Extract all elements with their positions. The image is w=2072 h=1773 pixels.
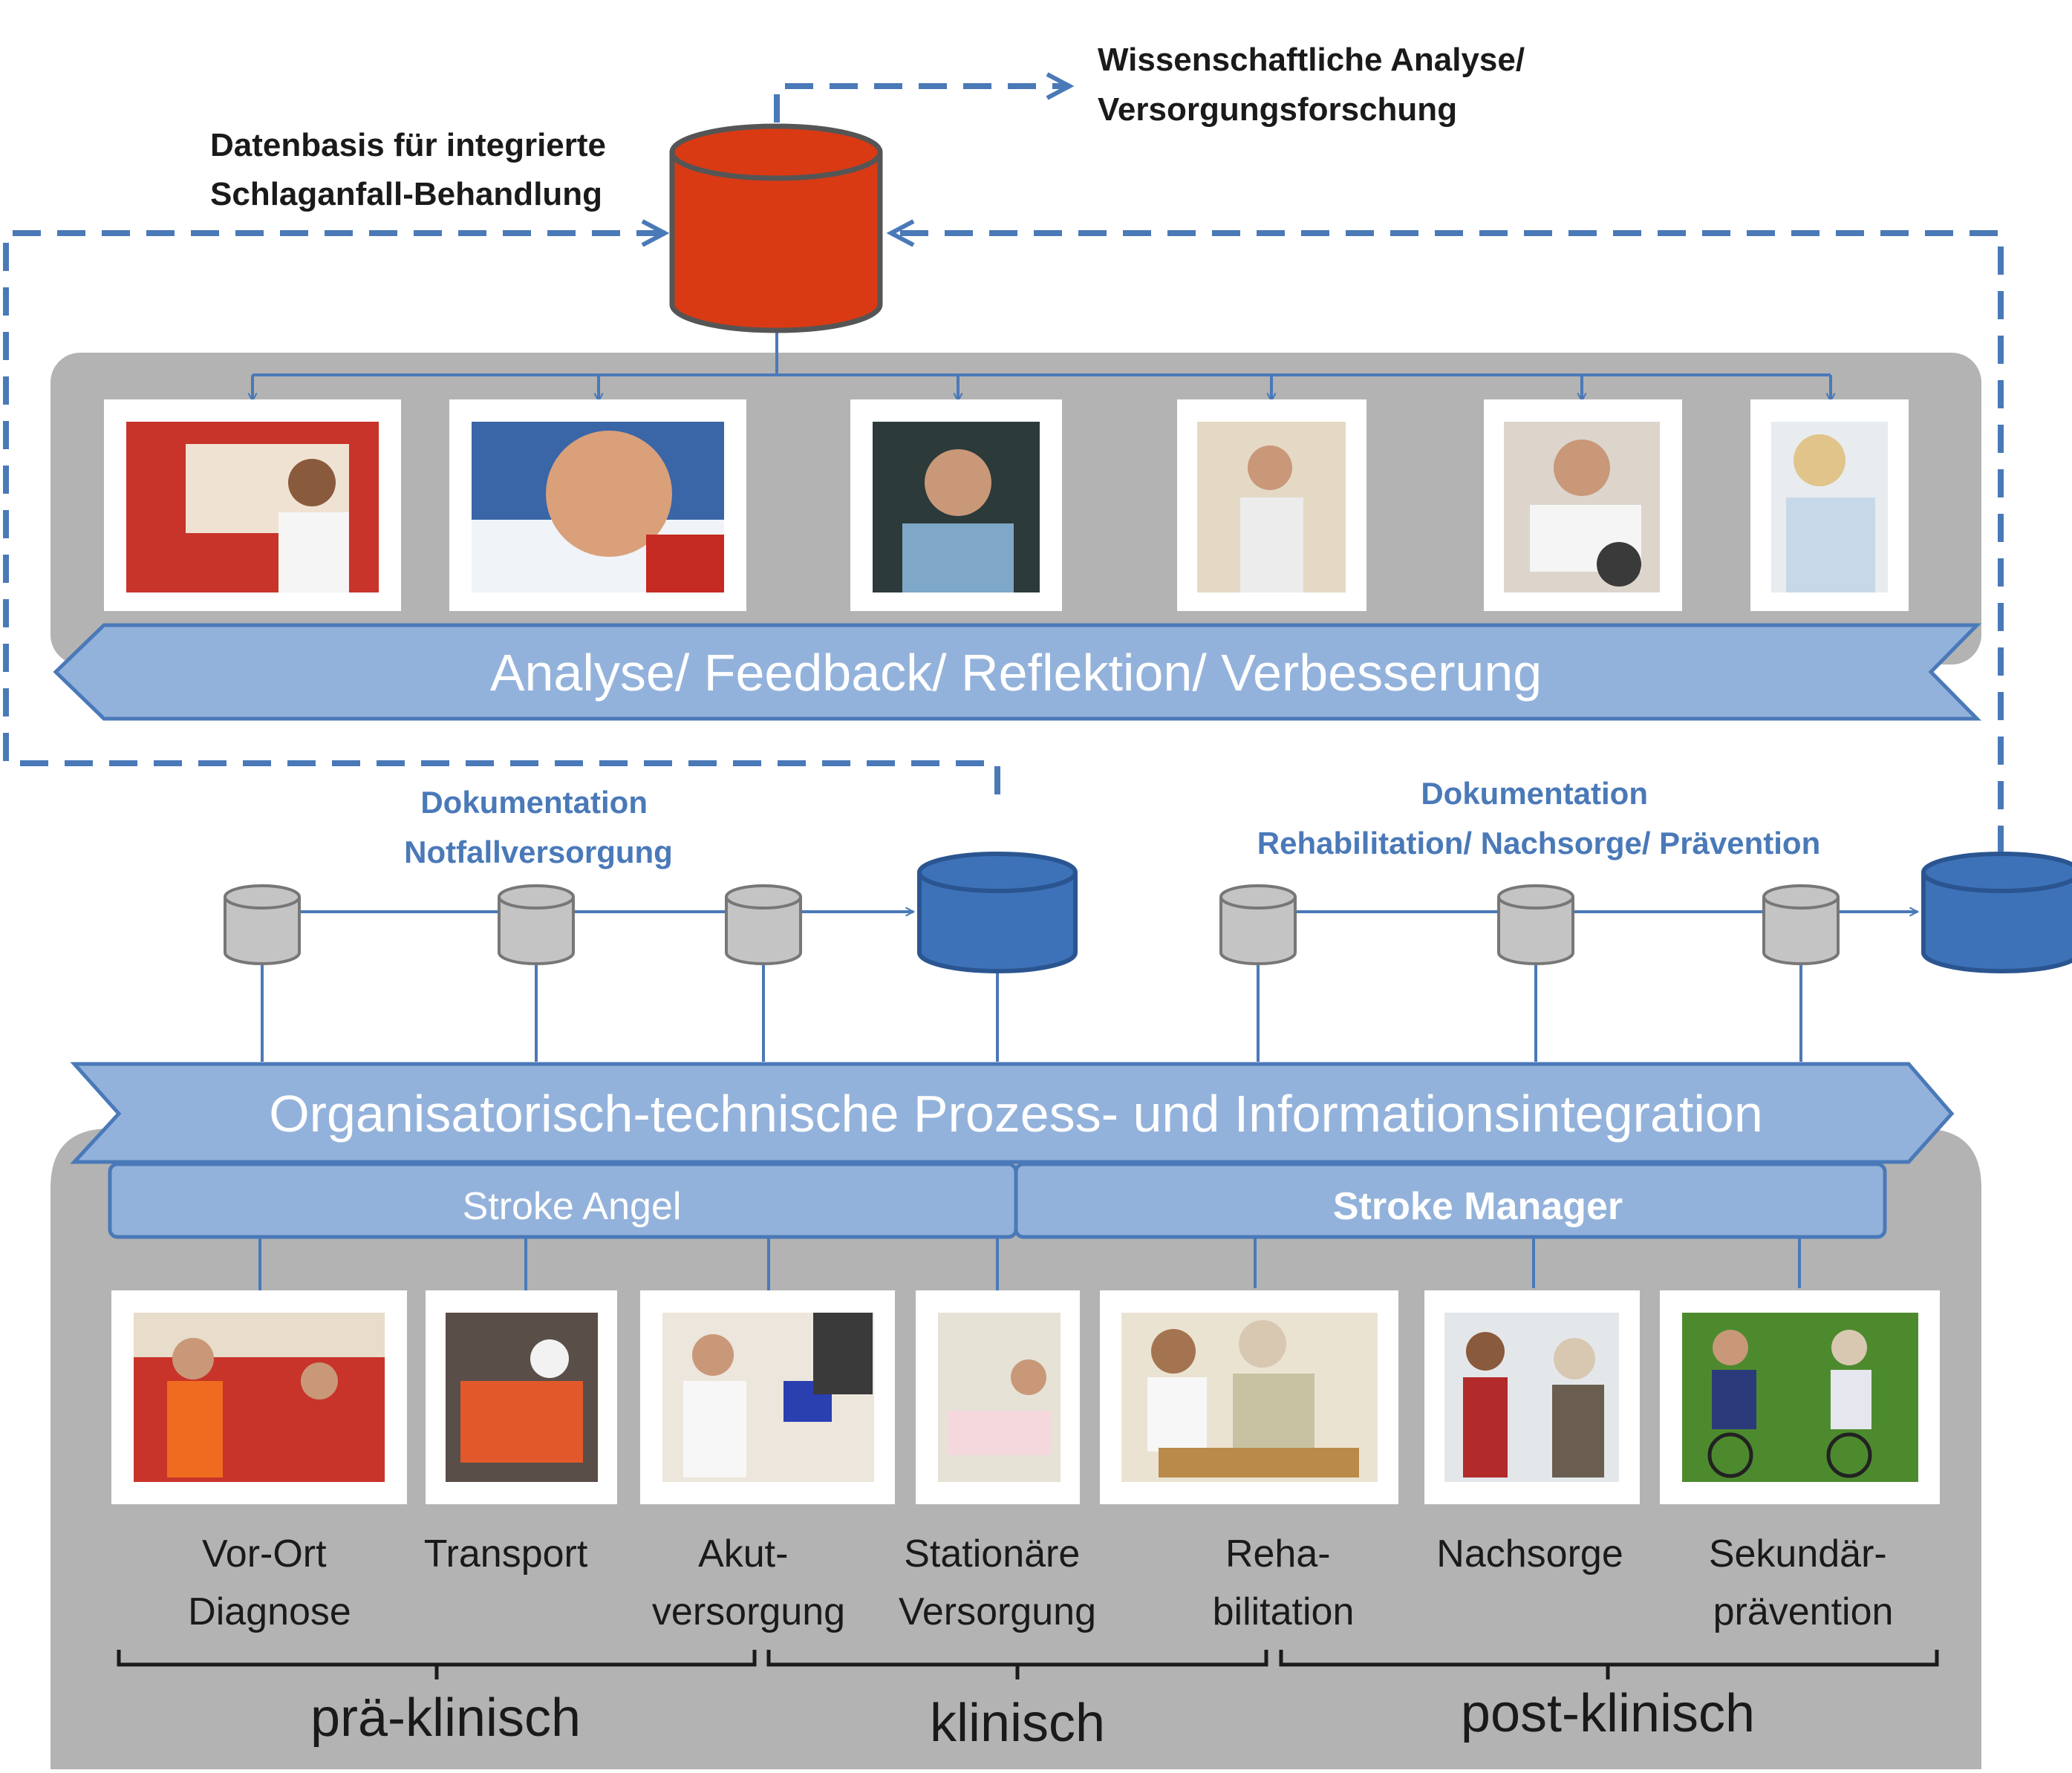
left-dashed-loop [3, 233, 1000, 794]
photo-rehabilitation [1100, 1290, 1398, 1504]
stage-label-vor-ort: Vor-Ort Diagnose [188, 1532, 351, 1633]
emergency-blue-db-icon [917, 852, 1078, 973]
phase-pre-clinical: prä-klinisch [310, 1688, 581, 1748]
research-dashed-arrow [774, 86, 1069, 123]
gray-db-icon [1497, 884, 1574, 965]
gray-db-icon [498, 884, 575, 965]
photo-smiling-patient [449, 399, 746, 611]
feedback-banner [53, 623, 1981, 721]
gray-db-icon [224, 884, 301, 965]
photo-hospital-corridor [1177, 399, 1366, 611]
stage-label-nachsorge: Nachsorge [1436, 1532, 1623, 1576]
integration-banner-label: Organisatorisch-technische Prozess- und … [269, 1085, 1763, 1143]
database-label: Datenbasis für integrierte Schlaganfall-… [210, 127, 615, 212]
brace-post-clinical [1279, 1650, 1939, 1679]
stage-label-akut: Akut- versorgung [652, 1532, 845, 1633]
feedback-banner-label: Analyse/ Feedback/ Reflektion/ Verbesser… [490, 644, 1542, 702]
gray-db-icon [1219, 884, 1297, 965]
brace-pre-clinical [117, 1650, 757, 1679]
stroke-manager-bar [1014, 1162, 1887, 1239]
brace-clinical [766, 1650, 1268, 1679]
photo-ambulance-paramedic [104, 399, 401, 611]
distribution-tree [253, 327, 1831, 401]
stage-label-stationaer: Stationäre Versorgung [899, 1532, 1096, 1633]
rehab-blue-db-icon [1921, 852, 2072, 973]
gray-db-icon [1762, 884, 1840, 965]
research-label: Wissenschaftliche Analyse/ Versorgungsfo… [1098, 42, 1534, 128]
photo-physiotherapy [1484, 399, 1682, 611]
photo-on-site-diagnosis [111, 1290, 407, 1504]
stage-label-reha: Reha- bilitation [1213, 1532, 1355, 1633]
stroke-angel-label: Stroke Angel [463, 1185, 682, 1228]
db-drop-lines [261, 965, 1802, 1062]
rehab-doc-label: Dokumentation Rehabilitation/ Nachsorge/… [1257, 776, 1820, 861]
photo-doctor-stethoscope [850, 399, 1062, 611]
photo-acute-care [640, 1290, 895, 1504]
photo-secondary-prevention [1660, 1290, 1940, 1504]
stage-label-transport: Transport [424, 1532, 588, 1576]
central-database-icon [669, 123, 883, 333]
stage-label-praevention: Sekundär- prävention [1709, 1532, 1897, 1633]
gray-db-icon [725, 884, 802, 965]
phase-clinical: klinisch [930, 1694, 1105, 1753]
photo-aftercare [1424, 1290, 1640, 1504]
right-dashed-loop [891, 233, 2004, 854]
emergency-doc-label: Dokumentation Notfallversorgung [404, 785, 673, 869]
phase-post-clinical: post-klinisch [1461, 1684, 1755, 1743]
photo-inpatient-care [916, 1290, 1080, 1504]
stroke-manager-label: Stroke Manager [1333, 1185, 1623, 1228]
integration-banner [70, 1062, 1955, 1164]
photo-nurse-records [1750, 399, 1909, 611]
photo-ambulance-transport [426, 1290, 617, 1504]
